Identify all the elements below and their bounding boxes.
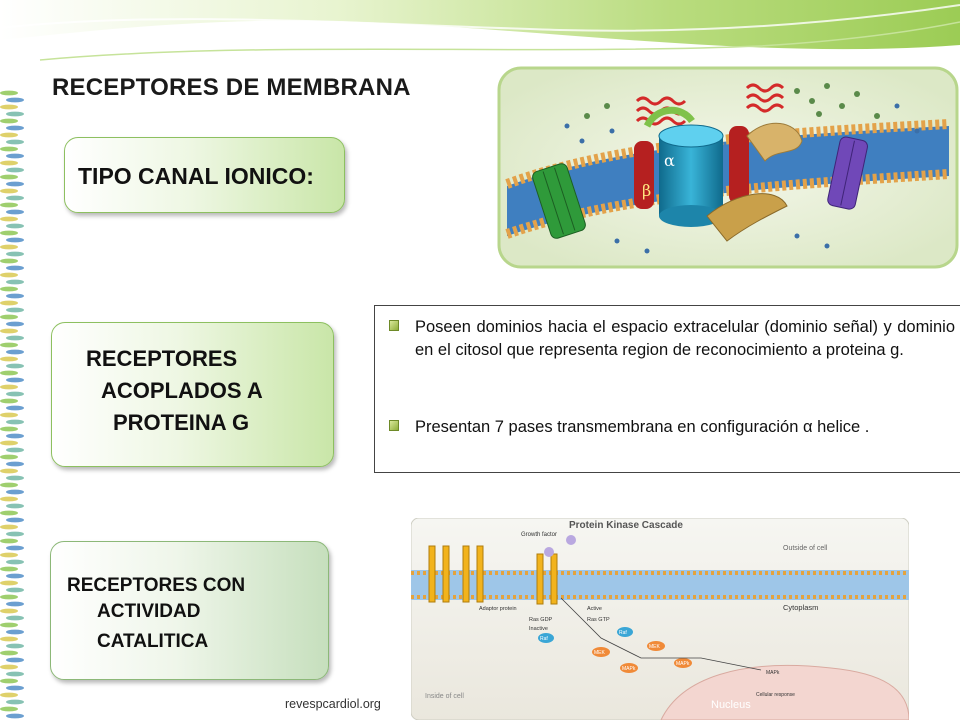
active-label: Active (587, 606, 602, 612)
box-receptores-catalitica: RECEPTORES CON ACTIVIDAD CATALITICA (50, 541, 329, 680)
bullet-item: Poseen dominios hacia el espacio extrace… (389, 316, 955, 362)
box-cat-line-1: RECEPTORES CON (67, 575, 246, 596)
mek-label-2: MEK (649, 644, 661, 650)
slide-title: RECEPTORES DE MEMBRANA (52, 74, 411, 101)
raf-label-2: Raf (619, 630, 627, 636)
left-decorative-border (0, 90, 24, 719)
box-receptores-proteina-g: RECEPTORES ACOPLADOS A PROTEINA G (51, 322, 334, 467)
beta-label: β (642, 181, 651, 200)
growth-factor-label: Growth factor (521, 532, 557, 538)
alpha-label: α (664, 151, 675, 170)
box-prot-line-1: RECEPTORES (86, 346, 238, 371)
adaptor-protein-label: Adaptor protein (479, 606, 517, 612)
cellular-response-label: Cellular response (756, 692, 795, 698)
bullet-square-icon (389, 420, 399, 431)
inside-cell-label: Inside of cell (425, 693, 464, 700)
membrane-receptor-illustration: α β (497, 66, 959, 269)
description-textbox: Poseen dominios hacia el espacio extrace… (374, 305, 960, 473)
nucleus-label: Nucleus (711, 699, 751, 711)
box-canal-label: TIPO CANAL IONICO: (78, 163, 314, 189)
box-cat-line-2: ACTIVIDAD (97, 601, 201, 622)
box-prot-line-3: PROTEINA G (113, 410, 250, 435)
mapk-label-1: MAPk (622, 666, 636, 672)
mapk-label-3: MAPk (766, 670, 780, 676)
bullet-square-icon (389, 320, 399, 331)
bullet-text-1: Poseen dominios hacia el espacio extrace… (415, 318, 955, 359)
image-credit: revespcardiol.org (285, 697, 381, 711)
box-prot-line-2: ACOPLADOS A (101, 378, 263, 403)
bullet-text-2: Presentan 7 pases transmembrana en confi… (415, 418, 870, 436)
box-cat-line-3: CATALITICA (97, 631, 209, 652)
raf-label-1: Raf (540, 636, 548, 642)
mapk-label-2: MAPk (676, 661, 690, 667)
header-swoosh (0, 0, 960, 61)
ras-gdp-label: Ras GDP (529, 617, 553, 623)
cascade-title: Protein Kinase Cascade (569, 520, 683, 531)
mek-label-1: MEK (594, 650, 606, 656)
protein-kinase-cascade-illustration: Protein Kinase Cascade Growth factor Out… (411, 518, 909, 720)
inactive-label: Inactive (529, 626, 548, 632)
bullet-item: Presentan 7 pases transmembrana en confi… (389, 416, 955, 439)
cytoplasm-label: Cytoplasm (783, 603, 818, 612)
box-tipo-canal-ionico: TIPO CANAL IONICO: (64, 137, 345, 213)
ras-gtp-label: Ras GTP (587, 617, 610, 623)
outside-cell-label: Outside of cell (783, 545, 828, 552)
